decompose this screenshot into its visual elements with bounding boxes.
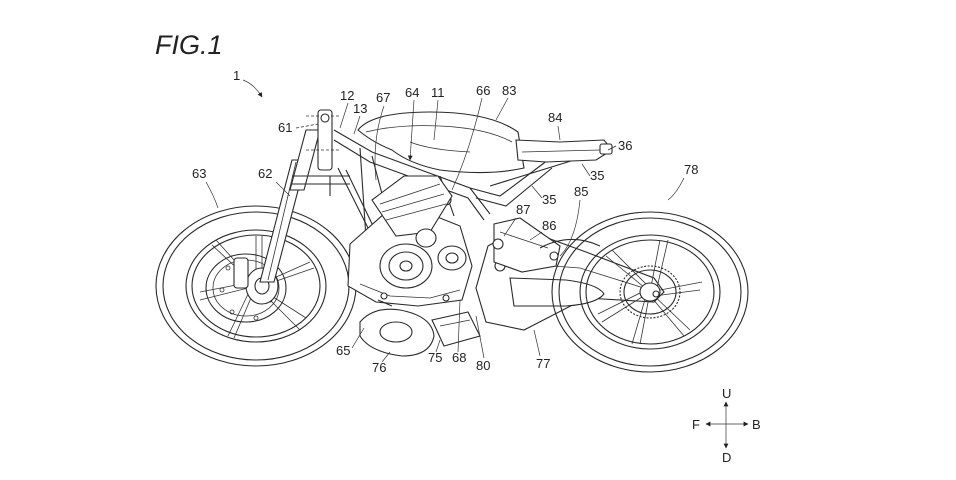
ref-84: 84 bbox=[548, 110, 562, 125]
front-fork bbox=[259, 109, 350, 283]
direction-compass: U D F B bbox=[692, 386, 761, 465]
ref-65: 65 bbox=[336, 343, 350, 358]
figure-title: FIG.1 bbox=[155, 30, 223, 60]
front-wheel bbox=[155, 205, 357, 367]
ref-75: 75 bbox=[428, 350, 442, 365]
ref-87: 87 bbox=[516, 202, 530, 217]
ref-arrow-1 bbox=[242, 79, 263, 98]
ref-61: 61 bbox=[278, 120, 292, 135]
ref-62: 62 bbox=[258, 166, 272, 181]
ref-78: 78 bbox=[684, 162, 698, 177]
reference-labels: 12 13 64 11 66 83 67 61 84 36 63 62 35 3… bbox=[192, 83, 698, 375]
engine bbox=[347, 175, 473, 307]
ref-35-lower: 35 bbox=[542, 192, 556, 207]
compass-up: U bbox=[722, 386, 731, 401]
ref-85: 85 bbox=[574, 184, 588, 199]
ref-64: 64 bbox=[405, 85, 419, 100]
compass-back: B bbox=[752, 417, 761, 432]
ref-12: 12 bbox=[340, 88, 354, 103]
ref-67: 67 bbox=[376, 90, 390, 105]
ref-63: 63 bbox=[192, 166, 206, 181]
compass-front: F bbox=[692, 417, 700, 432]
seat bbox=[515, 139, 613, 163]
ref-86: 86 bbox=[542, 218, 556, 233]
rear-hugger bbox=[539, 238, 601, 249]
exhaust bbox=[359, 299, 481, 357]
ref-36: 36 bbox=[618, 138, 632, 153]
ref-76: 76 bbox=[372, 360, 386, 375]
compass-down: D bbox=[722, 450, 731, 465]
ref-13: 13 bbox=[353, 101, 367, 116]
rear-wheel bbox=[551, 211, 749, 373]
ref-80: 80 bbox=[476, 358, 490, 373]
fuel-tank bbox=[357, 111, 525, 174]
ref-label-1: 1 bbox=[233, 68, 240, 83]
ref-11: 11 bbox=[431, 85, 445, 100]
ref-35-upper: 35 bbox=[590, 168, 604, 183]
ref-83: 83 bbox=[502, 83, 516, 98]
ref-77: 77 bbox=[536, 356, 550, 371]
ref-68: 68 bbox=[452, 350, 466, 365]
ref-66: 66 bbox=[476, 83, 490, 98]
